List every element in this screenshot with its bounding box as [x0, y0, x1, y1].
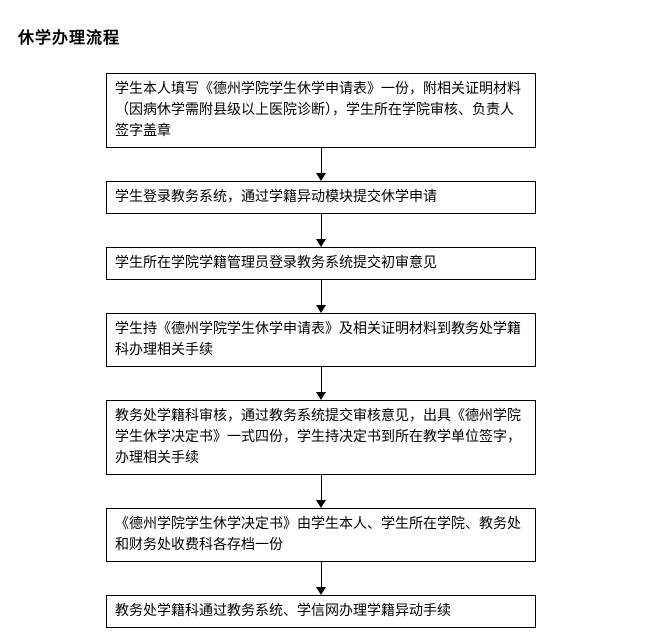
down-arrow-icon [316, 280, 326, 313]
arrow-line [320, 148, 322, 173]
arrow-head [316, 239, 326, 247]
flow-step-2: 学生登录教务系统，通过学籍异动模块提交休学申请 [106, 181, 536, 214]
down-arrow-icon [316, 475, 326, 508]
down-arrow-icon [316, 148, 326, 181]
flow-step-6: 《德州学院学生休学决定书》由学生本人、学生所在学院、教务处和财务处收费科各存档一… [106, 508, 536, 562]
flow-step-7: 教务处学籍科通过教务系统、学信网办理学籍异动手续 [106, 595, 536, 628]
arrow-line [320, 214, 322, 239]
flow-step-4: 学生持《德州学院学生休学申请表》及相关证明材料到教务处学籍科办理相关手续 [106, 313, 536, 367]
arrow-head [316, 305, 326, 313]
arrow-line [320, 280, 322, 305]
arrow-line [320, 562, 322, 587]
flow-step-1: 学生本人填写《德州学院学生休学申请表》一份，附相关证明材料（因病休学需附县级以上… [106, 73, 536, 148]
flow-step-3: 学生所在学院学籍管理员登录教务系统提交初审意见 [106, 247, 536, 280]
arrow-head [316, 173, 326, 181]
flow-step-5: 教务处学籍科审核，通过教务系统提交审核意见，出具《德州学院学生休学决定书》一式四… [106, 400, 536, 475]
down-arrow-icon [316, 214, 326, 247]
arrow-line [320, 367, 322, 392]
down-arrow-icon [316, 562, 326, 595]
arrow-head [316, 500, 326, 508]
arrow-head [316, 587, 326, 595]
page-title: 休学办理流程 [18, 27, 121, 47]
arrow-line [320, 475, 322, 500]
down-arrow-icon [316, 367, 326, 400]
flowchart: 学生本人填写《德州学院学生休学申请表》一份，附相关证明材料（因病休学需附县级以上… [106, 73, 536, 628]
arrow-head [316, 392, 326, 400]
